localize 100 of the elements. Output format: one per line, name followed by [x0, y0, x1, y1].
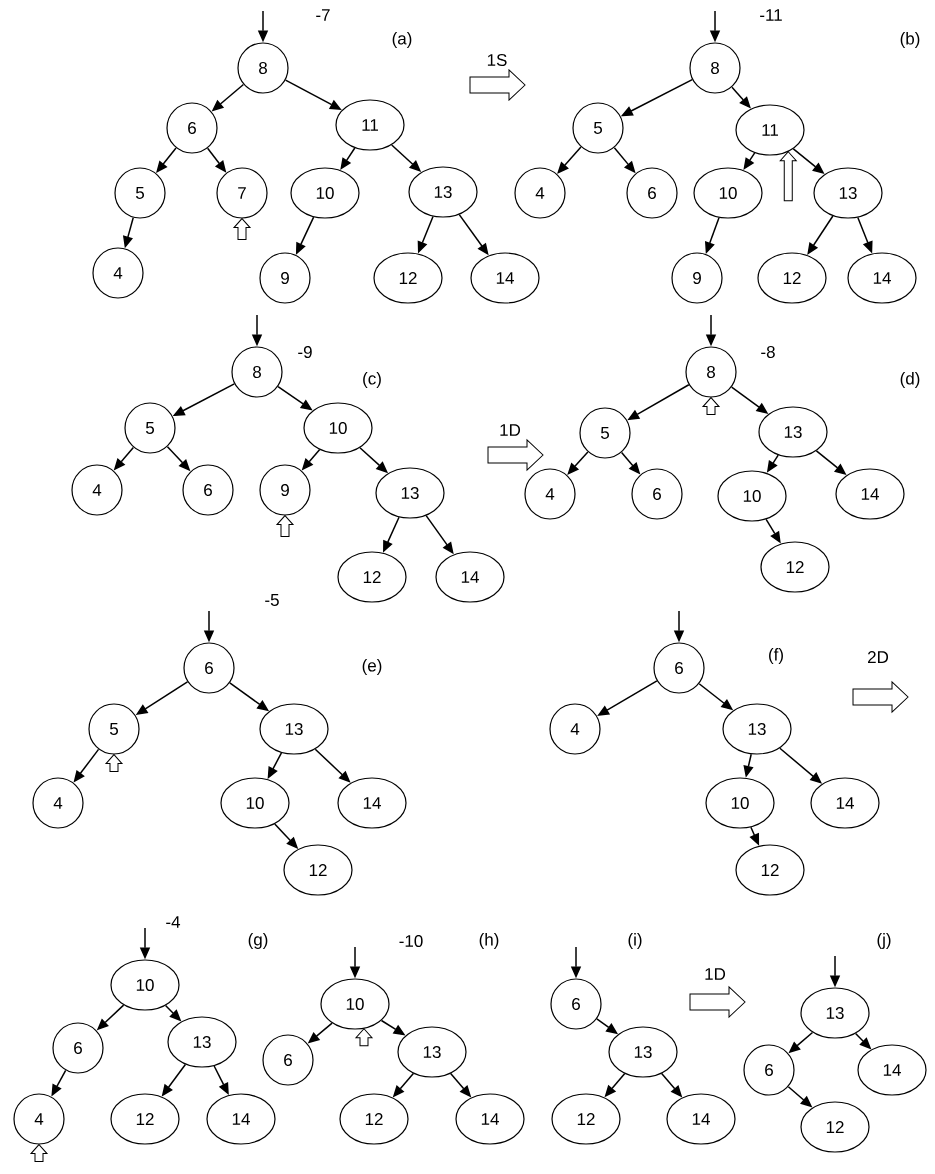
pointer-arrow: [276, 515, 294, 538]
arrow: [314, 748, 351, 783]
tree-node: 13: [758, 406, 828, 458]
tree-node: 5: [572, 102, 624, 154]
arrow: [567, 451, 589, 475]
tree-node: 4: [524, 468, 576, 520]
tree-node: 12: [339, 1093, 409, 1145]
tree-node: 14: [835, 468, 905, 520]
tree-node: 14: [470, 252, 540, 304]
pointer-arrow: [702, 397, 720, 416]
arrow: [743, 152, 756, 170]
tree-node: 13: [722, 703, 792, 755]
value-label: -10: [399, 935, 423, 948]
step-label: 1S: [487, 54, 507, 67]
tree-node: 4: [32, 777, 84, 829]
panel-label: (c): [363, 372, 381, 388]
tree-node: 14: [206, 1093, 276, 1145]
tree-node: 12: [337, 551, 407, 603]
tree-node: 9: [259, 252, 311, 304]
tree-node: 14: [455, 1093, 525, 1145]
tree-node: 4: [549, 703, 601, 755]
tree-node: 8: [685, 346, 737, 398]
value-label: -11: [760, 9, 782, 21]
arrow: [557, 146, 582, 174]
tree-node: 8: [231, 346, 283, 398]
step-label: 1D: [705, 968, 726, 980]
tree-node: 5: [124, 402, 176, 454]
tree-node: 14: [337, 777, 407, 829]
tree-node: 5: [579, 407, 631, 459]
tree-node: 9: [259, 464, 311, 516]
tree-node: 10: [717, 470, 787, 522]
step-label: 2D: [868, 651, 889, 663]
tree-node: 11: [735, 104, 805, 156]
panel-label: (j): [877, 933, 891, 949]
tree-node: 10: [303, 402, 373, 454]
arrow: [807, 215, 834, 255]
panel-label: (b): [900, 32, 920, 48]
panel-label: (h): [479, 933, 499, 949]
tree-node: 13: [800, 987, 870, 1039]
tree-node: 13: [259, 703, 329, 755]
tree-node: 12: [551, 1093, 621, 1145]
tree-node: 6: [626, 167, 678, 219]
tree-node: 10: [320, 978, 390, 1030]
tree-node: 14: [847, 252, 917, 304]
tree-node: 12: [373, 252, 443, 304]
tree-node: 5: [114, 167, 166, 219]
tree-node: 6: [166, 102, 218, 154]
panel-label: (g): [248, 933, 268, 949]
panel-label: (i): [628, 933, 642, 949]
panel-label: (f): [769, 648, 783, 664]
tree-node: 4: [71, 464, 123, 516]
tree-node: 6: [262, 1034, 314, 1086]
tree-node: 4: [514, 167, 566, 219]
tree-node: 12: [735, 844, 805, 896]
value-label: -9: [298, 346, 312, 359]
tree-node: 8: [237, 42, 289, 94]
value-label: -5: [265, 594, 279, 606]
tree-node: 8: [689, 42, 741, 94]
tree-node: 10: [220, 777, 290, 829]
tree-node: 10: [693, 167, 763, 219]
tree-node: 6: [743, 1044, 795, 1096]
tree-node: 6: [183, 642, 235, 694]
panel-label: (a): [392, 32, 412, 48]
tree-node: 7: [216, 167, 268, 219]
tree-node: 5: [88, 703, 140, 755]
tree-node: 12: [760, 541, 830, 593]
tree-node: 6: [52, 1022, 104, 1074]
value-label: -7: [316, 9, 330, 21]
tree-node: 6: [182, 464, 234, 516]
tree-node: 14: [810, 777, 880, 829]
tree-node: 9: [671, 252, 723, 304]
tree-node: 13: [813, 167, 883, 219]
tree-node: 12: [757, 252, 827, 304]
panel-label: (d): [900, 372, 920, 388]
tree-node: 14: [666, 1093, 736, 1145]
tree-node: 4: [13, 1093, 65, 1145]
tree-node: 13: [408, 166, 478, 218]
tree-node: 10: [290, 167, 360, 219]
value-label: -8: [761, 346, 775, 359]
pointer-arrow: [779, 151, 797, 202]
pointer-arrow: [30, 1144, 48, 1163]
tree-node: 13: [375, 467, 445, 519]
tree-node: 13: [397, 1026, 467, 1078]
tree-node: 12: [283, 844, 353, 896]
tree-node: 11: [335, 99, 405, 151]
panel-label: (e): [362, 659, 382, 675]
tree-node: 12: [800, 1101, 870, 1153]
pointer-arrow: [355, 1028, 373, 1047]
step-label: 1D: [500, 424, 521, 436]
value-label: -4: [166, 916, 181, 928]
tree-node: 12: [110, 1093, 180, 1145]
pointer-arrow: [105, 754, 123, 773]
pointer-arrow: [233, 218, 251, 241]
tree-node: 13: [167, 1016, 237, 1068]
tree-node: 14: [857, 1044, 927, 1096]
arrow: [156, 147, 177, 173]
tree-node: 10: [705, 777, 775, 829]
tree-node: 10: [110, 959, 180, 1011]
arrow: [340, 147, 356, 170]
arrow: [213, 1065, 229, 1095]
